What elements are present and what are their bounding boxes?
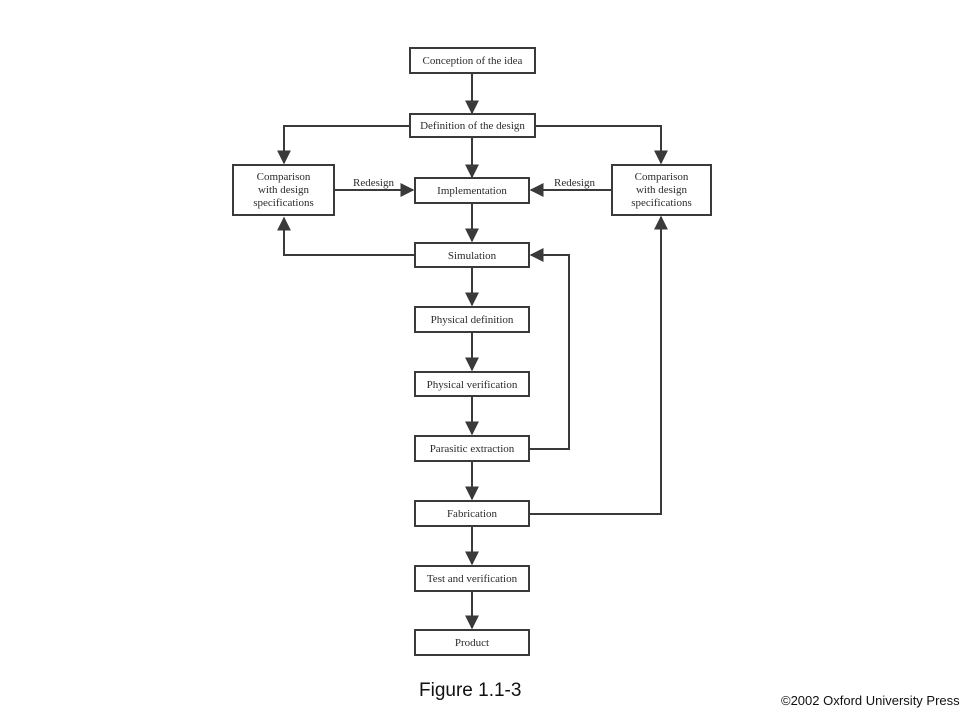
edge-definition-to-left-comparison <box>277 125 410 165</box>
node-physical-definition-label: Physical definition <box>431 314 514 326</box>
node-product-label: Product <box>455 637 489 649</box>
node-parasitic-extraction: Parasitic extraction <box>414 435 530 462</box>
edges <box>277 73 668 630</box>
node-conception-label: Conception of the idea <box>423 55 523 67</box>
node-fabrication-label: Fabrication <box>447 508 498 520</box>
edge-parasitic-to-simulation <box>529 248 570 450</box>
node-comparison-left: Comparison with design specifications <box>232 164 335 216</box>
node-simulation-label: Simulation <box>448 250 497 262</box>
comparison-right-line-3: specifications <box>631 197 691 209</box>
edge-simulation-to-left-comparison <box>277 216 415 256</box>
node-product: Product <box>414 629 530 656</box>
node-test-verification-label: Test and verification <box>427 573 518 585</box>
node-simulation: Simulation <box>414 242 530 268</box>
node-definition-label: Definition of the design <box>420 120 525 132</box>
comparison-left-line-2: with design <box>258 184 310 196</box>
node-comparison-right: Comparison with design specifications <box>611 164 712 216</box>
node-parasitic-extraction-label: Parasitic extraction <box>430 443 515 455</box>
node-physical-verification-label: Physical verification <box>427 379 518 391</box>
node-implementation: Implementation <box>414 177 530 204</box>
comparison-left-line-3: specifications <box>253 197 313 209</box>
edge-fabrication-to-right-comparison <box>529 215 668 515</box>
node-test-verification: Test and verification <box>414 565 530 592</box>
node-implementation-label: Implementation <box>437 185 507 197</box>
node-definition: Definition of the design <box>409 113 536 138</box>
edge-definition-to-right-comparison <box>535 125 668 165</box>
comparison-right-line-2: with design <box>636 184 688 196</box>
node-fabrication: Fabrication <box>414 500 530 527</box>
node-physical-verification: Physical verification <box>414 371 530 397</box>
comparison-left-line-1: Comparison <box>257 171 311 183</box>
node-conception: Conception of the idea <box>409 47 536 74</box>
redesign-label-left: Redesign <box>353 177 394 189</box>
node-physical-definition: Physical definition <box>414 306 530 333</box>
copyright-notice: ©2002 Oxford University Press <box>781 693 960 708</box>
redesign-label-right: Redesign <box>554 177 595 189</box>
comparison-right-line-1: Comparison <box>635 171 689 183</box>
figure-caption: Figure 1.1-3 <box>419 680 522 701</box>
